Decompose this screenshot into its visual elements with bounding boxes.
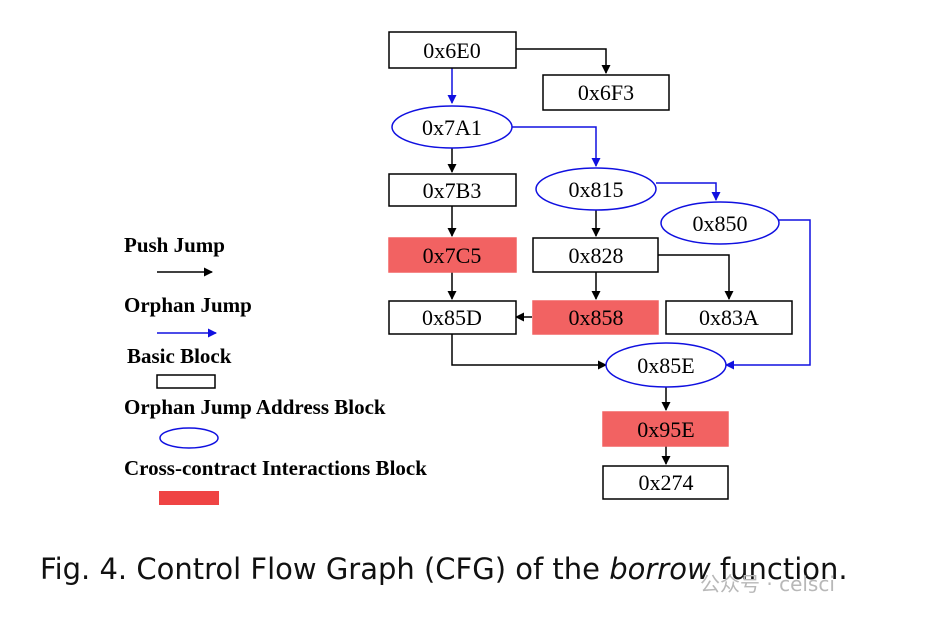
edge-815-to-850 <box>656 182 721 201</box>
svg-text:0x6F3: 0x6F3 <box>578 80 634 105</box>
node-0x858: 0x858 <box>532 300 659 335</box>
svg-text:0x85E: 0x85E <box>637 353 694 378</box>
watermark: 公众号 · celsci <box>700 572 835 596</box>
svg-text:0x828: 0x828 <box>569 243 624 268</box>
node-0x7B3: 0x7B3 <box>388 173 517 207</box>
legend-push-jump-label: Push Jump <box>124 233 225 257</box>
node-0x6F3: 0x6F3 <box>542 74 670 111</box>
legend-basic-block-label: Basic Block <box>127 344 232 368</box>
node-0x274: 0x274 <box>602 465 729 500</box>
node-0x85E: 0x85E <box>605 342 727 388</box>
node-0x828: 0x828 <box>532 237 659 273</box>
node-0x850: 0x850 <box>660 201 780 245</box>
node-0x7A1: 0x7A1 <box>391 105 513 149</box>
svg-text:0x858: 0x858 <box>569 305 624 330</box>
node-0x6E0: 0x6E0 <box>388 31 517 69</box>
svg-text:0x7A1: 0x7A1 <box>422 115 482 140</box>
node-0x7C5: 0x7C5 <box>388 237 517 273</box>
svg-text:0x95E: 0x95E <box>637 417 694 442</box>
svg-text:0x815: 0x815 <box>569 177 624 202</box>
svg-text:0x274: 0x274 <box>639 470 694 495</box>
caption-emphasis: borrow <box>609 552 711 586</box>
svg-text:0x83A: 0x83A <box>699 305 759 330</box>
svg-text:0x85D: 0x85D <box>422 305 482 330</box>
node-0x85D: 0x85D <box>388 300 517 335</box>
legend-orphan-jump-label: Orphan Jump <box>124 293 252 317</box>
legend-cross-block-label: Cross-contract Interactions Block <box>124 456 427 480</box>
figure-caption: Fig. 4. Control Flow Graph (CFG) of the … <box>40 552 920 586</box>
legend-basic-block-swatch <box>156 374 216 389</box>
edge-6E0-to-6F3 <box>516 48 611 74</box>
svg-text:0x7C5: 0x7C5 <box>423 243 482 268</box>
svg-text:0x6E0: 0x6E0 <box>423 38 480 63</box>
edge-7A1-to-815 <box>512 126 601 167</box>
caption-suffix: function. <box>710 552 848 586</box>
edges <box>447 48 811 465</box>
nodes: 0x6E0 0x6F3 0x7A1 0x7B3 0x815 0x850 0x7C… <box>388 31 793 500</box>
svg-text:0x7B3: 0x7B3 <box>423 178 482 203</box>
edge-85D-to-85E <box>451 334 607 370</box>
node-0x815: 0x815 <box>535 167 657 211</box>
edge-850-to-85E <box>725 219 811 370</box>
node-0x83A: 0x83A <box>665 300 793 335</box>
legend-orphan-block-swatch <box>159 427 219 449</box>
legend-orphan-block-label: Orphan Jump Address Block <box>124 395 386 419</box>
caption-prefix: Fig. 4. Control Flow Graph (CFG) of the <box>40 552 610 586</box>
svg-text:0x850: 0x850 <box>693 211 748 236</box>
legend: Push Jump Orphan Jump Basic Block Orphan… <box>124 233 427 505</box>
edge-828-to-83A <box>658 254 734 300</box>
node-0x95E: 0x95E <box>602 411 729 447</box>
legend-cross-block-swatch <box>159 491 219 505</box>
